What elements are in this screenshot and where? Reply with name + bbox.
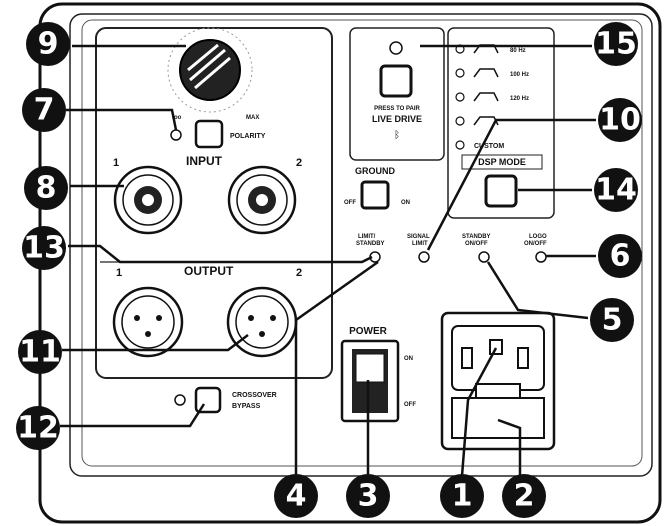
logo-led bbox=[535, 251, 547, 263]
bluetooth-led bbox=[389, 41, 403, 55]
svg-text:12: 12 bbox=[17, 411, 59, 446]
svg-text:1: 1 bbox=[452, 479, 473, 514]
ground-lift-button[interactable] bbox=[360, 180, 390, 210]
eq-item-100hz: 100 Hz bbox=[455, 68, 529, 78]
input-2-combo-jack[interactable] bbox=[227, 165, 297, 235]
logo-led-label-1: LOGO bbox=[529, 234, 547, 240]
panel-recess-frame bbox=[81, 19, 643, 467]
input-label: INPUT bbox=[186, 154, 223, 168]
power-label: POWER bbox=[349, 326, 388, 337]
callout-7: 7 bbox=[22, 88, 66, 132]
svg-text:8: 8 bbox=[36, 171, 57, 206]
input-1-combo-jack[interactable] bbox=[113, 165, 183, 235]
dsp-mode-button[interactable] bbox=[484, 174, 518, 208]
power-switch[interactable] bbox=[340, 339, 400, 423]
svg-text:120 Hz: 120 Hz bbox=[510, 96, 529, 102]
standby-led-label-2: ON/OFF bbox=[465, 241, 488, 247]
callout-8: 8 bbox=[24, 166, 68, 210]
limit-led-label-2: STANDBY bbox=[356, 241, 385, 247]
svg-text:9: 9 bbox=[38, 27, 59, 62]
ground-off-label: OFF bbox=[344, 200, 356, 206]
svg-text:5: 5 bbox=[602, 303, 623, 338]
svg-text:15: 15 bbox=[595, 27, 637, 62]
crossover-bypass-button[interactable] bbox=[194, 386, 222, 414]
callout-4: 4 bbox=[274, 474, 318, 518]
output-ch1-label: 1 bbox=[116, 267, 122, 279]
callout-5: 5 bbox=[590, 298, 634, 342]
signal-led-label-1: SIGNAL bbox=[407, 234, 430, 240]
callout-1: 1 bbox=[440, 474, 484, 518]
bluetooth-pair-button[interactable] bbox=[379, 64, 413, 98]
logo-led-label-2: ON/OFF bbox=[524, 241, 547, 247]
standby-led-label-1: STANDBY bbox=[462, 234, 491, 240]
input-ch1-label: 1 bbox=[113, 157, 119, 169]
callout-15: 15 bbox=[594, 22, 638, 66]
bluetooth-icon: ᛒ bbox=[394, 130, 400, 141]
callout-12: 12 bbox=[16, 406, 60, 450]
callout-9: 9 bbox=[26, 22, 70, 66]
gain-knob[interactable] bbox=[167, 27, 253, 113]
power-on-label: ON bbox=[404, 356, 413, 362]
svg-text:2: 2 bbox=[514, 479, 535, 514]
dsp-mode-label: DSP MODE bbox=[478, 157, 526, 167]
eq-item-120hz: 120 Hz bbox=[455, 92, 529, 102]
input-ch2-label: 2 bbox=[296, 157, 302, 169]
output-2-xlr-jack[interactable] bbox=[226, 286, 298, 358]
svg-text:14: 14 bbox=[595, 173, 637, 208]
knob-min-label: -oo bbox=[172, 115, 182, 121]
polarity-label: POLARITY bbox=[230, 133, 266, 140]
signal-led-label-2: LIMIT bbox=[412, 241, 428, 247]
crossover-led bbox=[174, 394, 186, 406]
svg-text:CUSTOM: CUSTOM bbox=[474, 143, 504, 150]
output-1-xlr-jack[interactable] bbox=[112, 286, 184, 358]
svg-text:13: 13 bbox=[23, 231, 65, 266]
svg-text:4: 4 bbox=[286, 479, 307, 514]
svg-text:6: 6 bbox=[610, 239, 631, 274]
crossover-label: CROSSOVER bbox=[232, 392, 277, 399]
polarity-led bbox=[170, 129, 182, 141]
callout-3: 3 bbox=[346, 474, 390, 518]
callout-6: 6 bbox=[598, 234, 642, 278]
live-drive-label: LIVE DRIVE bbox=[372, 114, 422, 124]
ground-on-label: ON bbox=[401, 200, 410, 206]
eq-item-custom: CUSTOM bbox=[455, 140, 504, 150]
signal-limit-led bbox=[418, 251, 430, 263]
ground-label: GROUND bbox=[355, 166, 395, 176]
svg-text:7: 7 bbox=[34, 93, 55, 128]
crossover-label-2: BYPASS bbox=[232, 403, 261, 410]
callout-10: 10 bbox=[598, 98, 642, 142]
svg-text:100 Hz: 100 Hz bbox=[510, 72, 529, 78]
svg-text:10: 10 bbox=[599, 103, 641, 138]
polarity-button[interactable] bbox=[194, 119, 224, 149]
standby-led bbox=[478, 251, 490, 263]
dsp-mode-label-box bbox=[461, 154, 543, 170]
limit-led-label-1: LIMIT/ bbox=[358, 234, 376, 240]
knob-max-label: MAX bbox=[246, 115, 259, 121]
callout-11: 11 bbox=[18, 330, 62, 374]
svg-text:80 Hz: 80 Hz bbox=[510, 48, 526, 54]
callout-2: 2 bbox=[502, 474, 546, 518]
leader-lines bbox=[60, 44, 596, 477]
svg-text:3: 3 bbox=[358, 479, 379, 514]
output-ch2-label: 2 bbox=[296, 267, 302, 279]
output-label: OUTPUT bbox=[184, 264, 234, 278]
callout-13: 13 bbox=[22, 226, 66, 270]
callout-14: 14 bbox=[594, 168, 638, 212]
svg-text:11: 11 bbox=[19, 335, 61, 370]
press-to-pair-label: PRESS TO PAIR bbox=[374, 106, 420, 112]
power-off-label: OFF bbox=[404, 402, 416, 408]
